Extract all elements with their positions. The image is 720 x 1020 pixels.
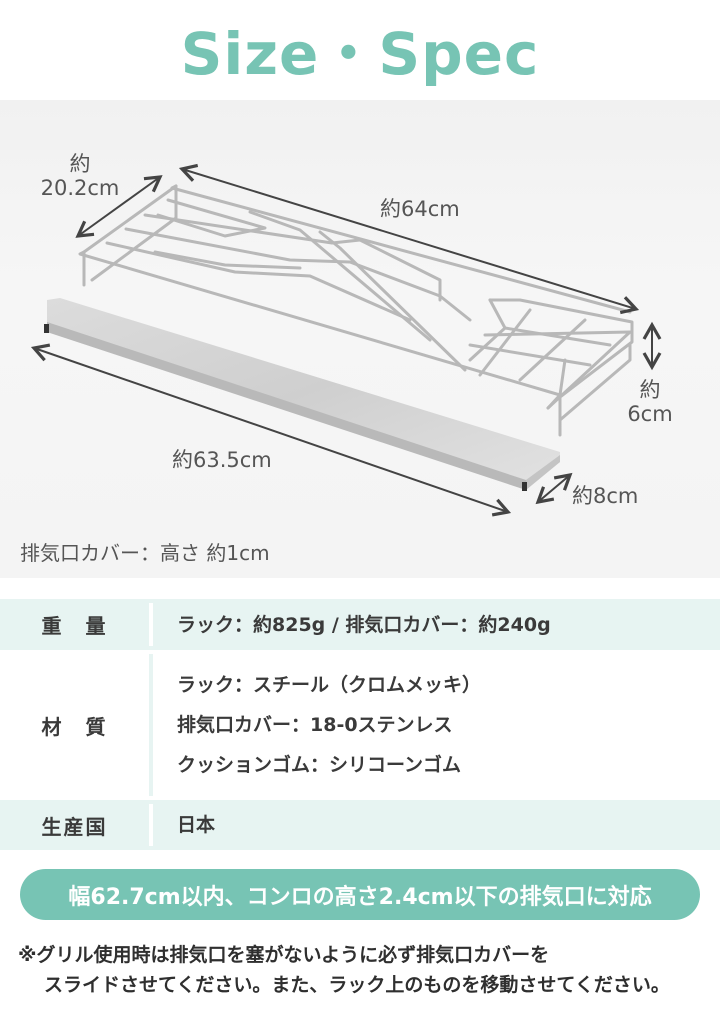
weight-value: ラック：約825g / 排気口カバー：約240g bbox=[177, 613, 551, 636]
spec-value-origin: 日本 bbox=[153, 800, 720, 850]
spec-label-origin: 生産国 bbox=[41, 814, 108, 839]
spec-value-weight: ラック：約825g / 排気口カバー：約240g bbox=[153, 599, 720, 650]
cover-width-label: 約8cm bbox=[572, 484, 639, 508]
page-title: Size・Spec bbox=[180, 20, 540, 88]
origin-value: 日本 bbox=[177, 814, 216, 836]
depth-label: 約 20.2cm bbox=[30, 152, 130, 200]
spec-row-origin: 生産国 日本 bbox=[0, 800, 720, 850]
rack-and-cover-illustration bbox=[30, 163, 662, 517]
usage-note-line-1: ※グリル使用時は排気口を塞がないように必ず排気口カバーを bbox=[18, 944, 550, 966]
spec-label-material: 材 質 bbox=[41, 714, 108, 739]
cover-height-note: 排気口カバー：高さ 約1cm bbox=[20, 541, 270, 565]
dimension-arrows bbox=[30, 163, 662, 517]
cover-length-label: 約63.5cm bbox=[172, 448, 272, 472]
column-divider bbox=[149, 654, 153, 796]
usage-note-line-2: スライドさせてください。また、ラック上のものを移動させてください。 bbox=[44, 974, 670, 996]
material-cushion: クッションゴム：シリコーンゴム bbox=[177, 754, 462, 776]
material-cover: 排気口カバー：18-0ステンレス bbox=[177, 714, 453, 736]
spec-label-weight: 重 量 bbox=[41, 614, 108, 638]
height-prefix: 約 bbox=[639, 378, 661, 402]
spec-value-material: ラック：スチール（クロムメッキ） 排気口カバー：18-0ステンレス クッションゴ… bbox=[153, 650, 720, 800]
spec-row-weight: 重 量 ラック：約825g / 排気口カバー：約240g bbox=[0, 599, 720, 650]
usage-note: ※グリル使用時は排気口を塞がないように必ず排気口カバーを スライドさせてください… bbox=[18, 940, 670, 1000]
column-divider bbox=[149, 804, 153, 846]
product-photo: 約 20.2cm 約64cm 約 6cm 約63.5cm 約8cm bbox=[0, 100, 720, 578]
column-divider bbox=[149, 603, 153, 646]
spec-row-material: 材 質 ラック：スチール（クロムメッキ） 排気口カバー：18-0ステンレス クッ… bbox=[0, 650, 720, 800]
height-label: 約 6cm bbox=[620, 378, 680, 426]
depth-prefix: 約 bbox=[69, 152, 91, 176]
material-rack: ラック：スチール（クロムメッキ） bbox=[177, 674, 482, 696]
rack-length-label: 約64cm bbox=[380, 197, 460, 221]
compatibility-badge: 幅62.7cm以内、コンロの高さ2.4cm以下の排気口に対応 bbox=[20, 869, 700, 920]
depth-value: 20.2cm bbox=[40, 176, 120, 200]
exhaust-cover-plate bbox=[44, 298, 560, 491]
height-value: 6cm bbox=[627, 402, 673, 426]
